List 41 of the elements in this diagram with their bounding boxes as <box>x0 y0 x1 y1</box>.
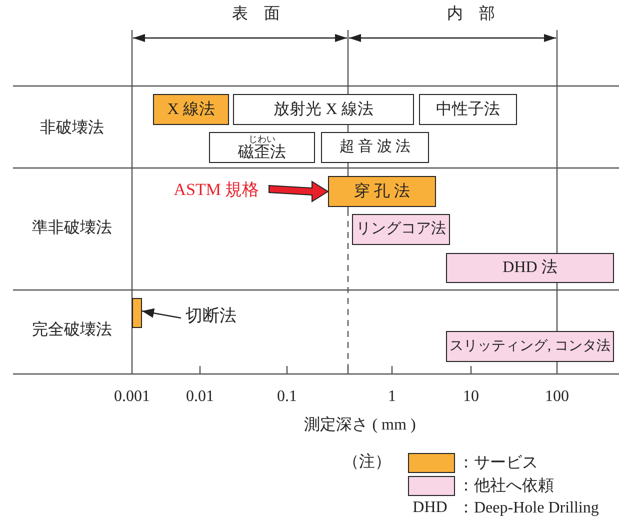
abbreviation-definition: ：Deep-Hole Drilling <box>458 498 599 518</box>
axis-tick-label: 0.001 <box>114 388 150 406</box>
row-heading: 非破壊法 <box>40 118 104 138</box>
method-box <box>352 214 450 245</box>
method-label: 切断法 <box>183 302 239 328</box>
method-label: 穿 孔 法 <box>354 184 410 200</box>
axis-tick-label: 10 <box>463 388 479 406</box>
leader-line <box>142 308 182 319</box>
arrow <box>268 180 329 202</box>
method-box <box>446 331 614 362</box>
method-label: 磁歪法 <box>238 144 286 160</box>
method-label: リングコア法 <box>356 222 446 237</box>
axis-tick-label: 0.1 <box>277 388 297 406</box>
method-label: 放射光 X 線法 <box>274 102 374 118</box>
range-bar <box>132 298 142 328</box>
axis-tick-label: 100 <box>545 388 569 406</box>
method-box <box>233 94 414 125</box>
method-label: 超 音 波 法 <box>339 140 411 155</box>
method-box <box>153 94 229 125</box>
axis-title: 測定深さ ( mm ) <box>304 415 416 436</box>
ruby-text: じわい <box>248 134 276 144</box>
legend-label: ：他社へ依頼 <box>458 476 554 496</box>
abbreviation: DHD <box>412 499 448 517</box>
method-label: X 線法 <box>167 102 215 118</box>
method-box <box>328 176 436 207</box>
legend-label: ：サービス <box>458 454 538 474</box>
region-heading: 内 部 <box>447 4 501 24</box>
method-label: スリッティング, コンタ法 <box>450 340 610 354</box>
method-label: DHD 法 <box>502 260 558 276</box>
method-label: 中性子法 <box>436 102 500 118</box>
note-heading: （注） <box>343 452 391 472</box>
axis-tick-label: 1 <box>388 388 396 406</box>
axis-tick-label: 0.01 <box>186 388 214 406</box>
row-heading: 準非破壊法 <box>32 218 112 238</box>
method-box <box>321 132 429 163</box>
method-box <box>446 253 614 283</box>
row-heading: 完全破壊法 <box>32 320 112 340</box>
method-box <box>209 132 315 163</box>
region-heading: 表 面 <box>232 4 286 24</box>
method-box <box>419 94 517 125</box>
standard-note: ASTM 規格 <box>166 176 267 202</box>
